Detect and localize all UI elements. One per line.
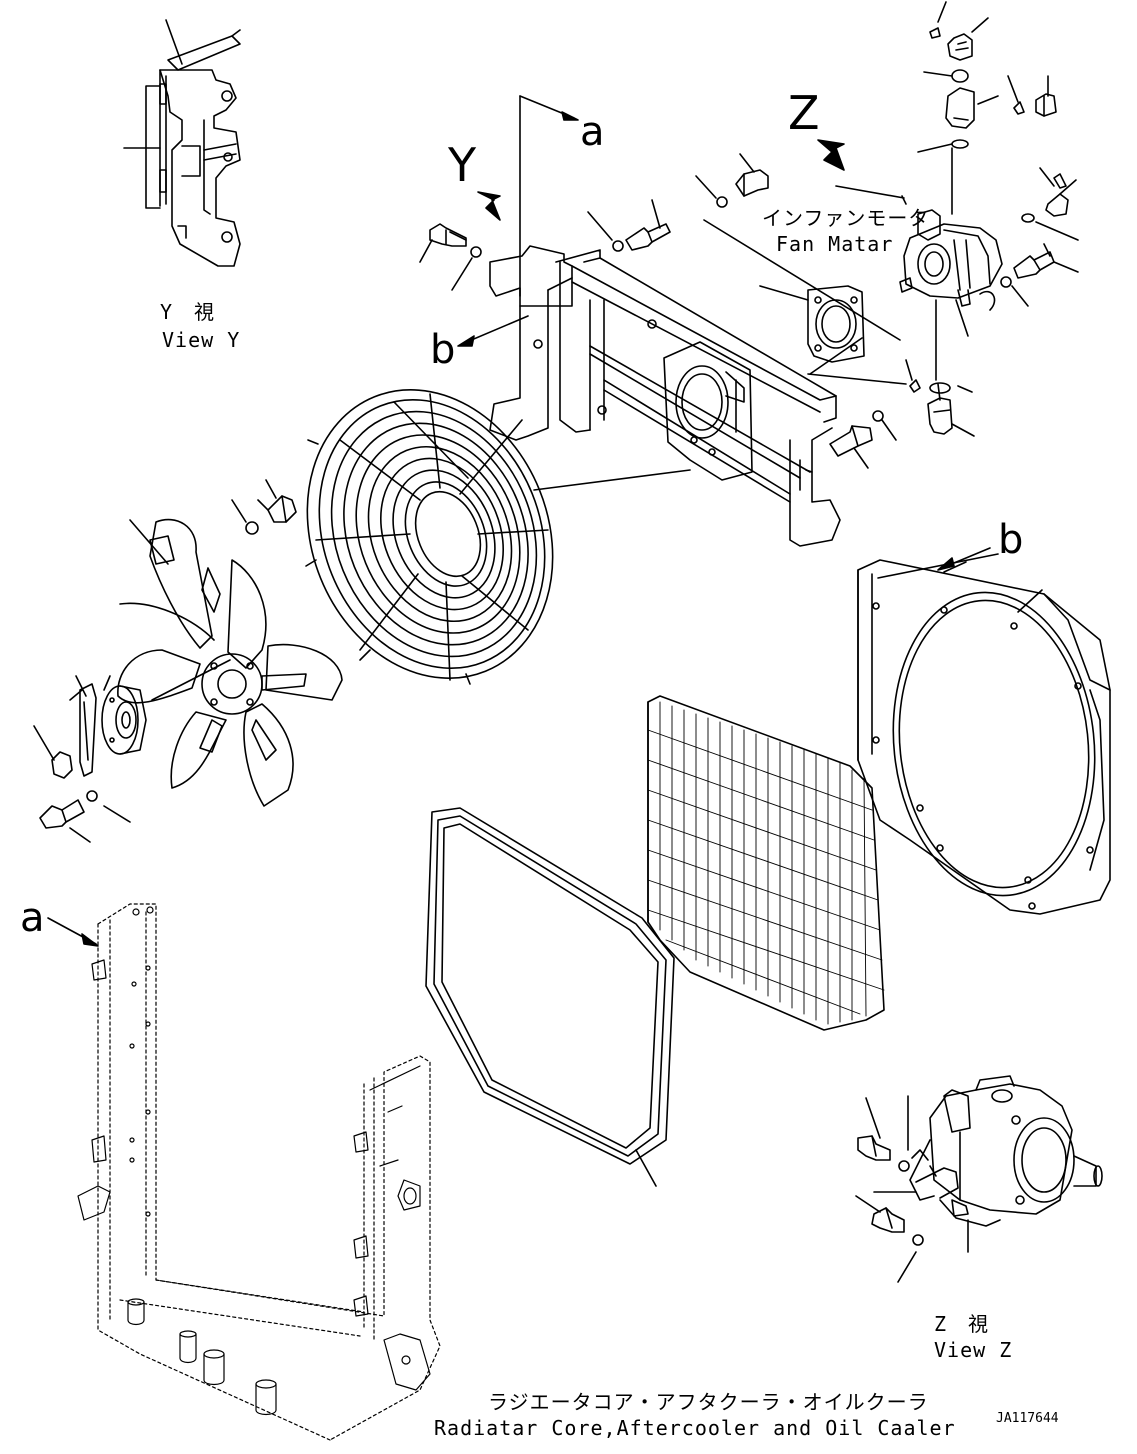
fan-motor-jp-label: インファンモータ xyxy=(762,206,930,230)
callout-b-left: b xyxy=(430,327,456,373)
caption-jp: ラジエータコア・アフタクーラ・オイルクーラ xyxy=(488,1390,929,1414)
y-arrow xyxy=(477,191,501,221)
fan-bolt xyxy=(231,479,297,535)
view-z-motor xyxy=(909,1075,1103,1227)
cooling-fan xyxy=(117,518,343,807)
fan-bracket-frame xyxy=(489,245,841,547)
z-arrow xyxy=(817,139,845,171)
radiator-frame xyxy=(97,903,441,1441)
radiator-seal xyxy=(425,807,675,1187)
fan-shroud xyxy=(857,553,1111,915)
a-leader-top xyxy=(519,95,579,297)
fan-motor-plate xyxy=(703,219,907,385)
bracket-bolts xyxy=(419,153,897,469)
drawing-id: JA117644 xyxy=(996,1411,1059,1426)
radiator-grille xyxy=(647,695,885,1031)
view-z-jp-label: Z 視 xyxy=(934,1312,990,1336)
a-leader-bottom xyxy=(47,917,99,947)
view-y-bracket xyxy=(123,19,241,267)
view-y-en-label: View Y xyxy=(162,328,241,352)
callout-a-top: a xyxy=(580,109,605,155)
fan-guard xyxy=(305,389,691,685)
callout-y: Y xyxy=(448,138,477,192)
view-z-en-label: View Z xyxy=(934,1338,1013,1362)
callout-b-right: b xyxy=(998,517,1024,563)
radiator-frame-details xyxy=(77,906,431,1416)
callout-z: Z xyxy=(788,86,820,140)
b-leader-right xyxy=(937,547,991,571)
motor-fittings xyxy=(835,1,1079,437)
callout-a-bottom: a xyxy=(20,895,45,941)
view-y-jp-label: Y 視 xyxy=(160,300,216,324)
view-z-bolts xyxy=(855,1095,969,1283)
fan-motor-assembly xyxy=(899,147,1003,401)
caption-en: Radiatar Core,Aftercooler and Oil Caaler xyxy=(434,1416,956,1440)
fan-hub xyxy=(33,675,147,843)
fan-motor-en-label: Fan Matar xyxy=(776,232,894,256)
b-leader-left xyxy=(457,315,529,347)
